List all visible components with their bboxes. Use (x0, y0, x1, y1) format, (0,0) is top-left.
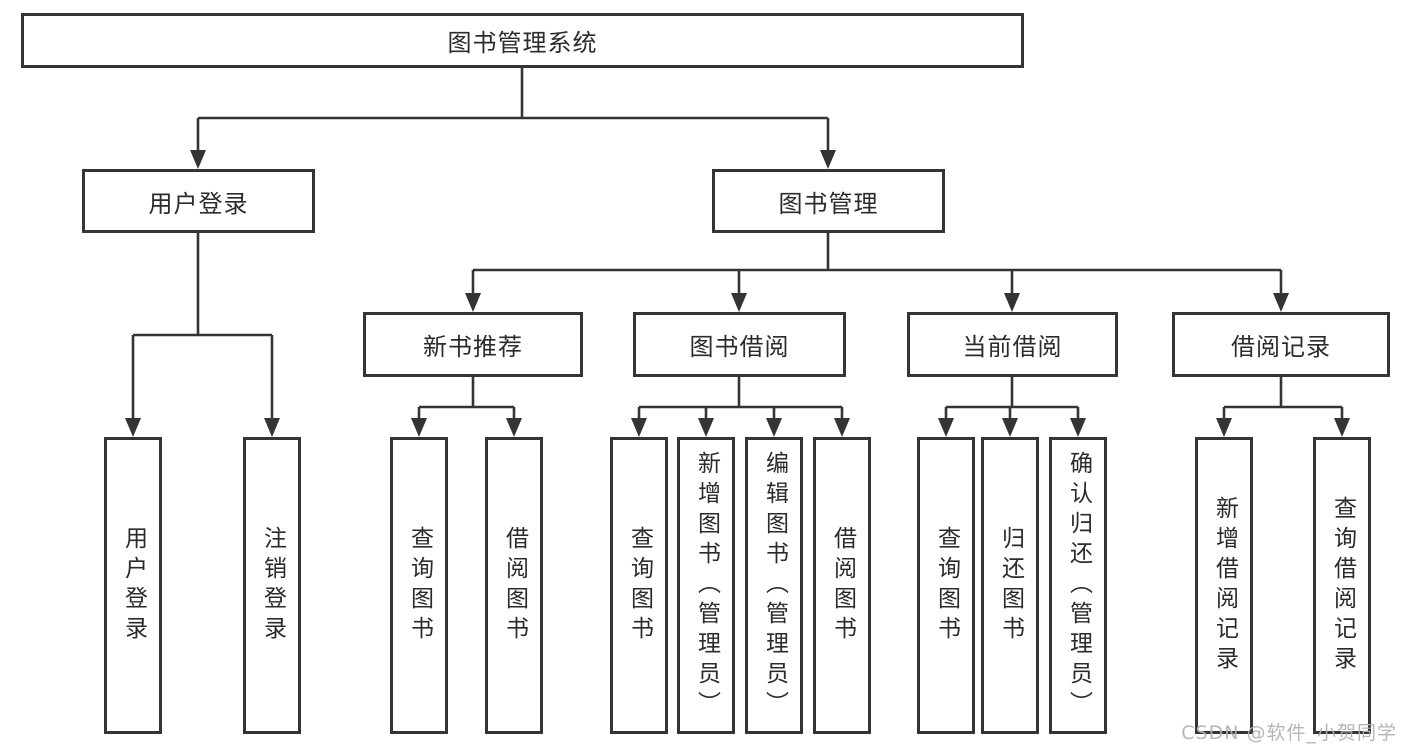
node-current-borrow: 当前借阅 (907, 312, 1118, 377)
node-leaf-query-books-borrow-label: 查询图书 (626, 525, 653, 646)
connector-user-login-children (125, 233, 280, 437)
node-book-borrow: 图书借阅 (633, 312, 846, 377)
connector-borrow-records-children (1216, 377, 1350, 437)
node-leaf-return-books-label: 归还图书 (997, 525, 1024, 646)
connector-new-books-children (411, 377, 522, 437)
node-leaf-user-login: 用户登录 (104, 437, 162, 734)
node-leaf-borrow-books-newbooks: 借阅图书 (485, 437, 543, 734)
node-leaf-user-login-label: 用户登录 (120, 525, 147, 646)
node-leaf-query-books-borrow: 查询图书 (610, 437, 668, 734)
node-new-books-label: 新书推荐 (423, 333, 523, 361)
node-book-mgmt: 图书管理 (712, 169, 945, 233)
node-leaf-query-borrow-record-label: 查询借阅记录 (1329, 495, 1356, 676)
node-leaf-confirm-return-admin: 确认归还（管理员） (1049, 437, 1107, 734)
node-current-borrow-label: 当前借阅 (962, 333, 1063, 361)
node-leaf-query-books-current-label: 查询图书 (933, 525, 960, 646)
node-leaf-query-books-newbooks: 查询图书 (390, 437, 448, 734)
node-leaf-query-borrow-record: 查询借阅记录 (1313, 437, 1371, 734)
node-leaf-borrow-books-newbooks-label: 借阅图书 (501, 525, 528, 646)
node-leaf-edit-books-admin-label: 编辑图书（管理员） (761, 450, 788, 721)
node-user-login: 用户登录 (82, 169, 315, 233)
node-new-books: 新书推荐 (363, 312, 583, 377)
node-leaf-add-books-admin-label: 新增图书（管理员） (693, 450, 720, 721)
connector-book-borrow-children (631, 377, 850, 437)
node-leaf-logout: 注销登录 (243, 437, 301, 734)
node-leaf-logout-label: 注销登录 (259, 525, 286, 646)
node-root-system: 图书管理系统 (21, 13, 1024, 68)
csdn-watermark: CSDN @软件_小贺同学 (1181, 722, 1397, 744)
node-leaf-confirm-return-admin-label: 确认归还（管理员） (1065, 450, 1092, 721)
node-user-login-label: 用户登录 (148, 189, 249, 218)
node-leaf-add-borrow-record-label: 新增借阅记录 (1211, 495, 1238, 676)
node-borrow-records: 借阅记录 (1172, 312, 1390, 377)
node-leaf-edit-books-admin: 编辑图书（管理员） (745, 437, 803, 734)
connector-root-to-level2 (190, 68, 836, 169)
node-root-system-label: 图书管理系统 (447, 29, 598, 57)
node-leaf-query-books-current: 查询图书 (917, 437, 975, 734)
connector-book-mgmt-children (465, 233, 1289, 312)
node-leaf-add-books-admin: 新增图书（管理员） (677, 437, 735, 734)
node-leaf-borrow-books-borrow-label: 借阅图书 (829, 525, 856, 646)
node-borrow-records-label: 借阅记录 (1231, 333, 1331, 361)
connector-current-borrow-children (938, 377, 1086, 437)
node-leaf-borrow-books-borrow: 借阅图书 (813, 437, 871, 734)
node-leaf-query-books-newbooks-label: 查询图书 (406, 525, 433, 646)
node-leaf-return-books: 归还图书 (981, 437, 1039, 734)
node-leaf-add-borrow-record: 新增借阅记录 (1195, 437, 1253, 734)
node-book-mgmt-label: 图书管理 (778, 189, 879, 218)
node-book-borrow-label: 图书借阅 (689, 333, 790, 361)
